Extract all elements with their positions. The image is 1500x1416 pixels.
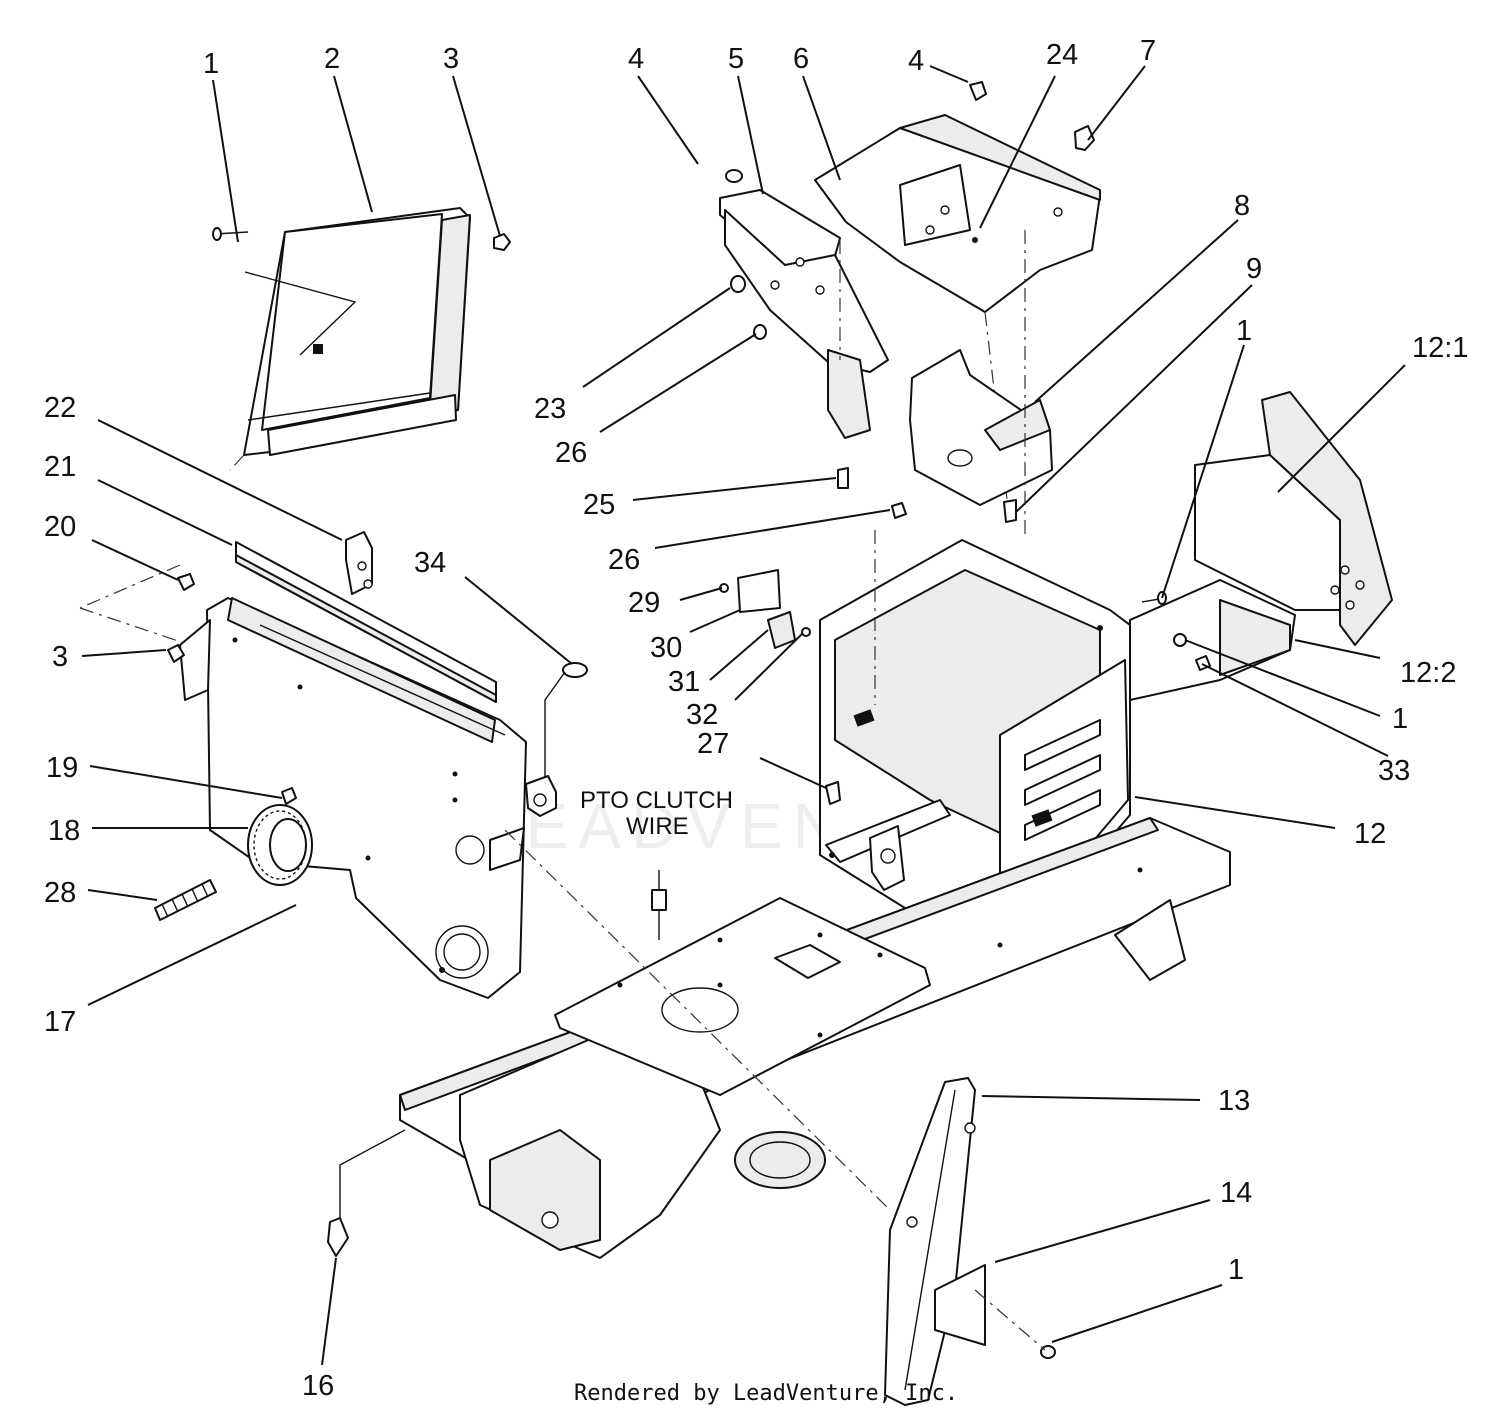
control-bracket [719,169,889,439]
nut-23 [730,275,746,293]
clip-16 [327,1129,406,1257]
right-support-12-1 [1194,391,1393,646]
callout-27: 27 [697,728,729,760]
callouts: 1 2 3 4 5 6 4 24 7 8 9 1 12:1 22 21 20 3… [44,35,1468,1402]
bearing-18 [247,804,313,886]
pto-wire-label: WIRE [626,813,689,840]
callout-25: 25 [583,489,615,521]
wire-clip-34 [544,662,588,790]
rail-bar [235,541,497,703]
callout-30: 30 [650,632,682,664]
spacer-26-top [753,324,767,340]
callout-2: 2 [324,43,340,75]
seat-bracket [909,349,1053,506]
callout-4: 4 [628,43,644,75]
callout-13: 13 [1218,1085,1250,1117]
callout-7: 7 [1140,35,1156,67]
callout-12-1: 12:1 [1412,332,1468,364]
callout-22: 22 [44,392,76,424]
mount-bracket [525,775,557,817]
bolt-27 [825,781,841,805]
callout-17: 17 [44,1006,76,1038]
callout-32: 32 [686,699,718,731]
callout-29: 29 [628,587,660,619]
callout-12-2: 12:2 [1400,657,1456,689]
callout-1: 1 [203,48,219,80]
callout-3b: 3 [52,641,68,673]
callout-31: 31 [668,666,700,698]
top-tray [814,81,1101,509]
left-side-panel [79,564,527,999]
plate-14 [934,1264,986,1346]
callout-3: 3 [443,43,459,75]
callout-24: 24 [1046,39,1078,71]
callout-26b: 26 [608,544,640,576]
side-cover-panel [229,207,471,471]
bolt-20 [177,573,195,591]
callout-5: 5 [728,43,744,75]
bolt-1-bottom [974,1289,1056,1359]
callout-4b: 4 [908,45,924,77]
callout-34: 34 [414,547,446,579]
callout-21: 21 [44,451,76,483]
callout-26: 26 [555,437,587,469]
callout-12: 12 [1354,818,1386,850]
callout-23: 23 [534,393,566,425]
callout-1b: 1 [1236,315,1252,347]
callout-20: 20 [44,511,76,543]
bolt-9 [1003,499,1017,523]
callout-19: 19 [46,752,78,784]
bolt-1-top-left [212,227,249,241]
pto-clutch-label: PTO CLUTCH [580,787,733,814]
callout-16: 16 [302,1370,334,1402]
nut-3-top [493,233,511,251]
callout-28: 28 [44,877,76,909]
nut-26 [891,502,907,519]
callout-6: 6 [793,43,809,75]
side-rail-13 [884,1077,976,1406]
nut-3-left [167,644,185,663]
main-frame [399,817,1231,1259]
render-credit: Rendered by LeadVenture, Inc. [574,1381,958,1406]
callout-14: 14 [1220,1177,1252,1209]
callout-18: 18 [48,815,80,847]
right-support-12-2 [1129,579,1296,701]
callout-33: 33 [1378,755,1410,787]
small-bracket [719,569,811,649]
leader-lines [81,65,1406,1366]
upper-bracket [345,531,373,595]
spring-28 [154,879,217,921]
bolt-25 [837,467,849,489]
callout-9: 9 [1246,253,1262,285]
callout-8: 8 [1234,190,1250,222]
callout-1c: 1 [1392,703,1408,735]
callout-1d: 1 [1228,1254,1244,1286]
bolt-19 [281,787,297,805]
pto-wire-connector [651,870,667,940]
